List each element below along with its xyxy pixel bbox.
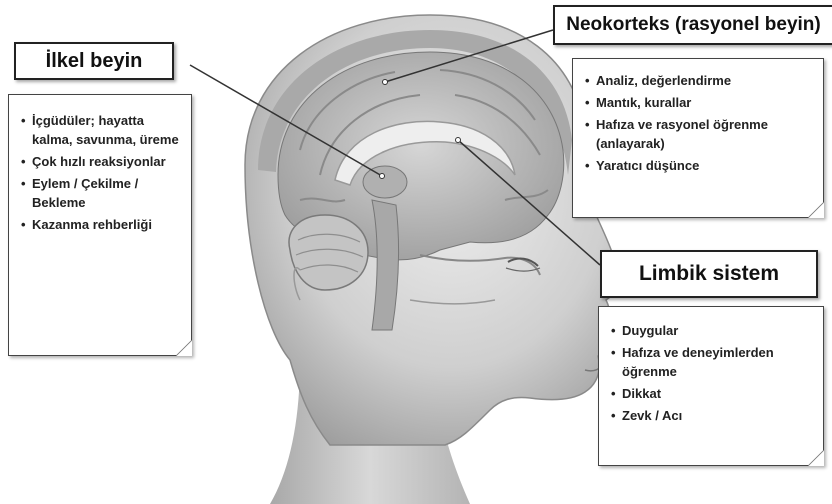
ilkel-item-3: Eylem / Çekilme / Bekleme (21, 174, 181, 212)
cerebellum (289, 215, 368, 290)
limbik-note: Duygular Hafıza ve deneyimlerden öğrenme… (598, 306, 824, 466)
ilkel-title-box: İlkel beyin (14, 42, 174, 80)
neokorteks-title: Neokorteks (rasyonel beyin) (566, 14, 820, 36)
page-curl-icon (176, 340, 192, 356)
thalamus (363, 166, 407, 198)
neokorteks-note: Analiz, değerlendirme Mantık, kurallar H… (572, 58, 824, 218)
ilkel-item-1: İçgüdüler; hayatta kalma, savunma, üreme (21, 111, 181, 149)
neokorteks-item-4: Yaratıcı düşünce (585, 156, 815, 175)
page-curl-icon (808, 450, 824, 466)
limbik-item-3: Dikkat (611, 384, 815, 403)
ilkel-title: İlkel beyin (46, 50, 143, 73)
ilkel-item-2: Çok hızlı reaksiyonlar (21, 152, 181, 171)
neokorteks-item-1: Analiz, değerlendirme (585, 71, 815, 90)
limbik-item-2: Hafıza ve deneyimlerden öğrenme (611, 343, 815, 381)
limbik-title-box: Limbik sistem (600, 250, 818, 298)
limbik-item-1: Duygular (611, 321, 815, 340)
neokorteks-item-3: Hafıza ve rasyonel öğrenme (anlayarak) (585, 115, 815, 153)
limbik-item-4: Zevk / Acı (611, 406, 815, 425)
page-curl-icon (808, 202, 824, 218)
neokorteks-title-box: Neokorteks (rasyonel beyin) (553, 5, 832, 45)
limbik-title: Limbik sistem (639, 262, 779, 286)
neokorteks-item-2: Mantık, kurallar (585, 93, 815, 112)
ilkel-item-4: Kazanma rehberliği (21, 215, 181, 234)
ilkel-note: İçgüdüler; hayatta kalma, savunma, üreme… (8, 94, 192, 356)
